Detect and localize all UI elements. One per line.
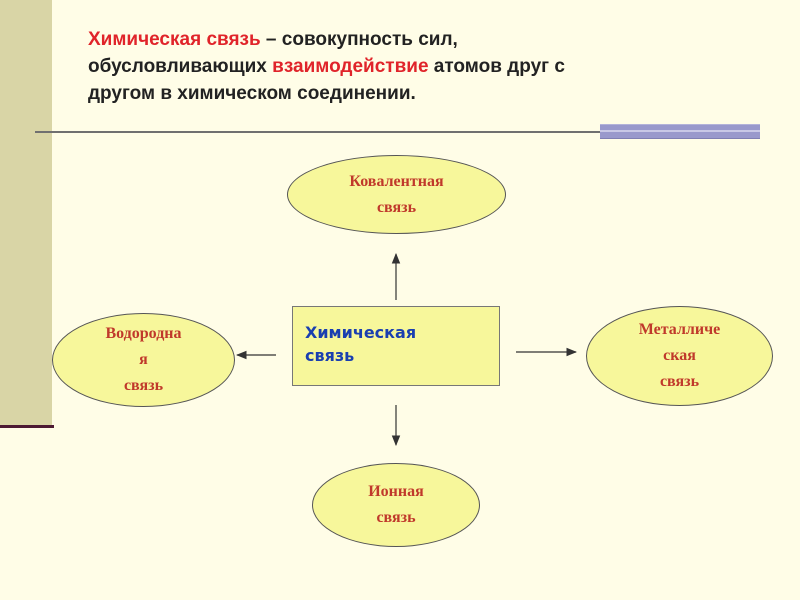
node-metallic-bond: Металличе ская связь [586,306,773,406]
node-ionic-bond: Ионная связь [312,463,480,547]
heading-line-2-start: обусловливающих [88,56,273,77]
node-hydrogen-line-2: я [139,351,148,368]
node-covalent-line-2: связь [376,198,417,216]
node-metallic-line-1: Металличе [638,321,721,338]
node-metallic-line-3: связь [659,373,700,390]
node-hydrogen-bond: Водородна я связь [52,313,235,407]
heading-line-2-rest: атомов друг с [428,56,565,77]
definition-heading: Химическая связь – совокупность сил, обу… [88,26,768,107]
divider-accent [600,124,760,139]
node-metallic-line-2: ская [663,347,696,364]
heading-line-3: другом в химическом соединении. [88,83,416,104]
node-hydrogen-line-3: связь [123,377,164,394]
node-covalent-line-1: Ковалентная [349,172,444,190]
heading-highlight: взаимодействие [272,56,429,77]
divider-line [35,131,760,133]
node-hydrogen-line-1: Водородна [105,325,182,342]
left-decor-bar [0,0,52,425]
left-decor-line [0,425,54,428]
node-ionic-line-2: связь [376,509,416,526]
center-node-line-1: Химическая [305,323,417,342]
node-covalent-bond: Ковалентная связь [287,155,506,234]
heading-term: Химическая связь [88,29,261,50]
center-node-chemical-bond: Химическая связь [292,306,500,386]
heading-line-1: Химическая связь – совокупность сил, [88,26,768,53]
heading-line-1-rest: – совокупность сил, [260,29,458,50]
center-node-line-2: связь [305,346,355,365]
heading-line-2: обусловливающих взаимодействие атомов др… [88,53,768,80]
node-ionic-line-1: Ионная [368,483,424,500]
